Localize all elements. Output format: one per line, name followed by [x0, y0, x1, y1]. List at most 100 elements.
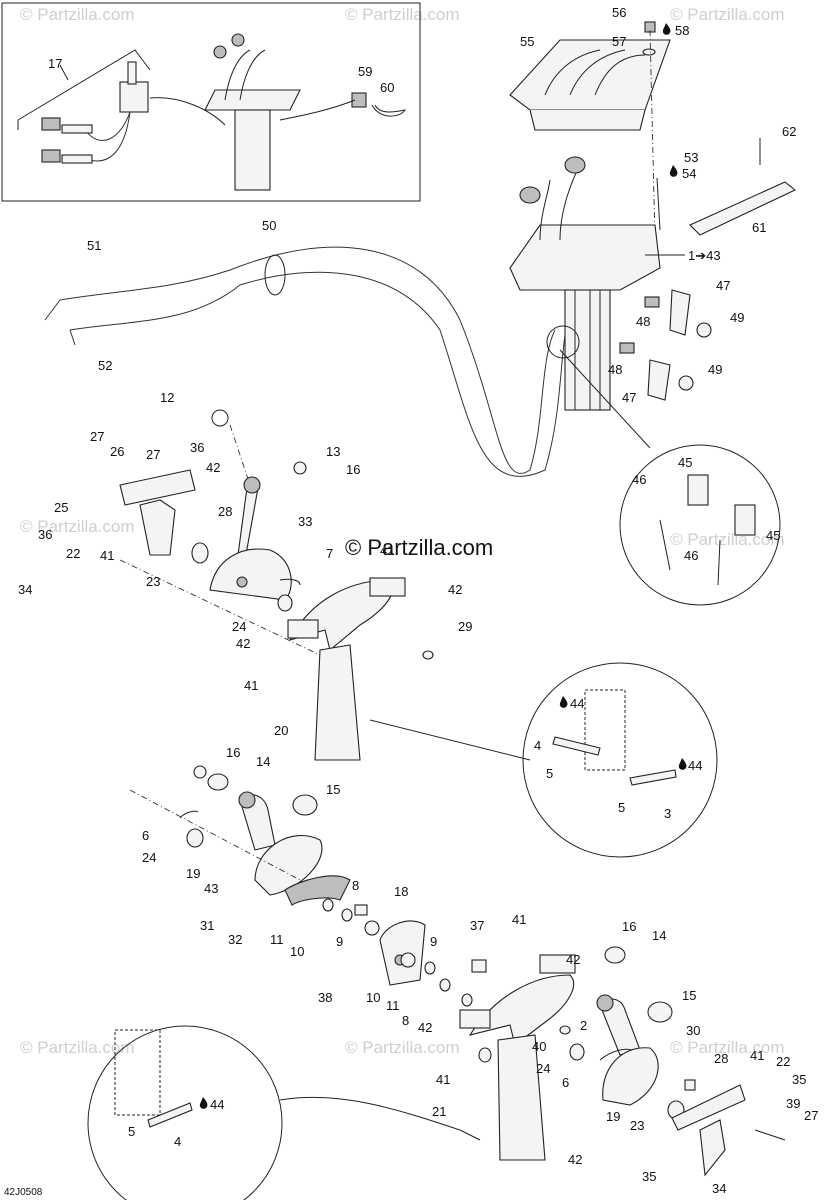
part-label: 52 [98, 358, 112, 373]
part-label: 9 [430, 934, 437, 949]
part-label: 4 [534, 738, 541, 753]
part-label: 46 [632, 472, 646, 487]
throttle-switch [119, 81, 149, 113]
part-label: 61 [752, 220, 766, 235]
plate-33 [209, 548, 292, 601]
clamp-50 [264, 254, 286, 296]
part-label: 13 [326, 444, 340, 459]
lubricant-icon [669, 165, 678, 177]
part-label: 59 [358, 64, 372, 79]
part-label: 16 [346, 462, 360, 477]
part-labels: 17 59 60 56 58 57 55 62 53 54 61 1➔43 50… [18, 5, 818, 1196]
part-label: 51 [87, 238, 101, 253]
inset-box [1, 2, 421, 202]
cable-52 [69, 271, 566, 477]
part-label: 14 [256, 754, 270, 769]
bushing-23 [191, 542, 209, 564]
knob-15 [292, 794, 318, 816]
seal-14 [207, 773, 229, 791]
tie-60 [371, 104, 407, 117]
part-label: 42 [236, 636, 250, 651]
lubricant-icon [559, 696, 568, 708]
part-label: 5 [546, 766, 553, 781]
part-label: 44 [570, 696, 584, 711]
lever-housing-21 [468, 974, 575, 1046]
bracket-22 [671, 1084, 746, 1131]
part-label: 42 [448, 582, 462, 597]
part-label: 5 [618, 800, 625, 815]
watermark: © Partzilla.com [20, 1038, 135, 1057]
part-label: 47 [622, 390, 636, 405]
watermark: © Partzilla.com [670, 530, 785, 549]
part-label: 23 [146, 574, 160, 589]
part-label: 46 [684, 548, 698, 563]
washer-57 [642, 48, 656, 56]
diagram-code: 42J0508 [4, 1187, 43, 1198]
part-label: 53 [684, 150, 698, 165]
lever-38 [379, 920, 426, 986]
watermark: © Partzilla.com [20, 517, 135, 536]
part-label: 33 [298, 514, 312, 529]
watermark: © Partzilla.com [20, 5, 135, 24]
part-label: 5 [128, 1124, 135, 1139]
part-label: 42 [568, 1152, 582, 1167]
plate-61 [689, 181, 797, 236]
ring-12 [211, 409, 229, 427]
part-label: 42 [418, 1020, 432, 1035]
lubricant-icon [662, 23, 671, 35]
bracket-47 [669, 289, 691, 336]
part-label: 6 [142, 828, 149, 843]
cable-51 [59, 246, 556, 474]
part-label: 41 [750, 1048, 764, 1063]
clip-59 [351, 92, 367, 108]
part-label: 40 [532, 1039, 546, 1054]
bracket-25 [119, 469, 196, 506]
part-label: 35 [792, 1072, 806, 1087]
clip-6 [179, 810, 199, 819]
part-label: 29 [458, 619, 472, 634]
part-label: 55 [520, 34, 534, 49]
part-label: 37 [470, 918, 484, 933]
part-label: 47 [716, 278, 730, 293]
part-label: 27 [146, 447, 160, 462]
part-label: 50 [262, 218, 276, 233]
lubricant-icon [678, 758, 687, 770]
part-label: 12 [160, 390, 174, 405]
part-label: 8 [352, 878, 359, 893]
part-label: 10 [366, 990, 380, 1005]
segment-32 [284, 875, 351, 906]
part-label: 3 [664, 806, 671, 821]
part-label: 22 [776, 1054, 790, 1069]
part-label: 45 [766, 528, 780, 543]
part-label: 58 [675, 23, 689, 38]
part-label: 35 [642, 1169, 656, 1184]
knob-15b [647, 1001, 673, 1023]
part-label: 24 [232, 619, 246, 634]
center-watermark: © Partzilla.com [345, 535, 493, 560]
lubricant-icon [199, 1097, 208, 1109]
part-label: 42 [566, 952, 580, 967]
part-label: 10 [290, 944, 304, 959]
part-label: 19 [606, 1109, 620, 1124]
part-label: 17 [48, 56, 62, 71]
part-label: 44 [688, 758, 702, 773]
screw-53 [656, 177, 661, 231]
part-label: 48 [608, 362, 622, 377]
part-label: 16 [226, 745, 240, 760]
part-label: 6 [562, 1075, 569, 1090]
part-label: 36 [190, 440, 204, 455]
part-label: 60 [380, 80, 394, 95]
part-label: 26 [110, 444, 124, 459]
block-37 [471, 959, 487, 973]
part-label: 25 [54, 500, 68, 515]
part-label: 49 [708, 362, 722, 377]
detail-circle-bottom [87, 1025, 283, 1200]
part-label: 24 [142, 850, 156, 865]
part-label: 38 [318, 990, 332, 1005]
watermark: © Partzilla.com [670, 1038, 785, 1057]
part-label: 34 [712, 1181, 726, 1196]
part-label: 57 [612, 34, 626, 49]
part-label: 1➔43 [688, 248, 721, 263]
part-label: 28 [714, 1051, 728, 1066]
